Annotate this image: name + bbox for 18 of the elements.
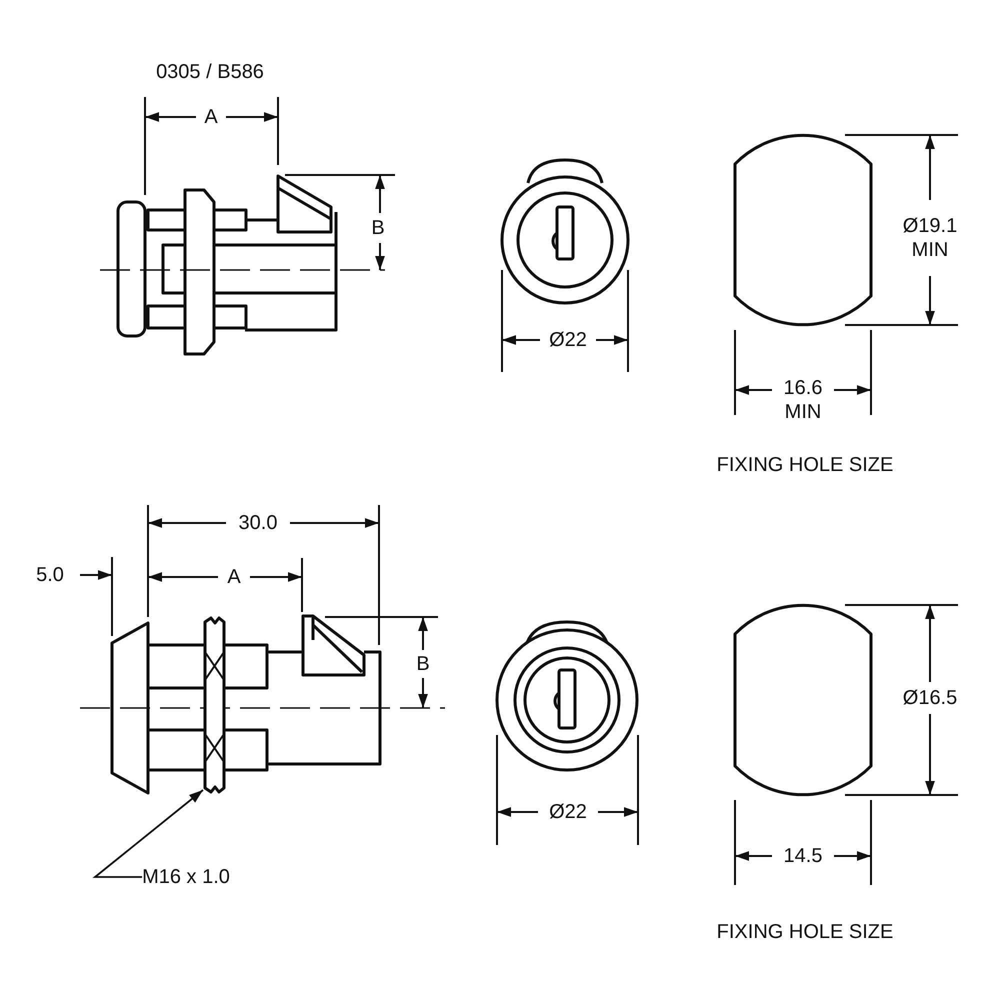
dimension-label: Ø16.5	[902, 686, 958, 710]
leader-line	[92, 789, 204, 878]
dimension-label: Ø19.1 MIN	[902, 214, 958, 262]
part-number: 0305 / B586	[156, 60, 264, 84]
dimension-label: B	[416, 652, 430, 676]
lock-nut	[204, 616, 226, 794]
dimension-label: Ø22	[549, 800, 587, 824]
caption-text: FIXING HOLE SIZE	[716, 453, 894, 477]
dimension-label: 5.0	[36, 563, 64, 587]
dimension-label: B	[371, 216, 385, 240]
dimension-label: 16.6 MIN	[782, 376, 824, 424]
dimension-label: 14.5	[784, 844, 822, 868]
dimension-label: 30.0	[238, 511, 278, 535]
dimension-label: A	[227, 565, 241, 589]
callout-text: M16 x 1.0	[142, 865, 230, 889]
dimension-label: Ø22	[549, 328, 587, 352]
caption-text: FIXING HOLE SIZE	[716, 920, 894, 944]
dimension-label: A	[204, 105, 218, 129]
